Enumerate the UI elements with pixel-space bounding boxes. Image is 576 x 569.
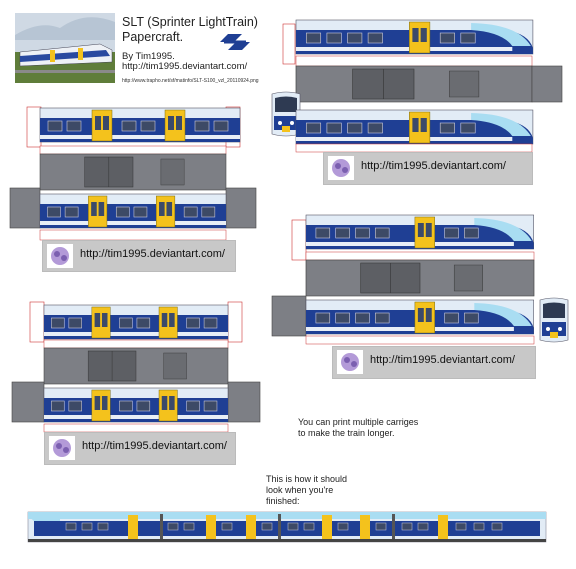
train-photo [15, 13, 115, 83]
sheet-label-4: http://tim1995.deviantart.com/ [44, 432, 236, 465]
header-source-url[interactable]: http://www.trapho.net/sf/matinfo/SLT-S10… [122, 78, 259, 84]
header-by-line: By Tim1995. [122, 51, 175, 62]
sheet-label-1: http://tim1995.deviantart.com/ [42, 240, 236, 272]
header-title-line2: Papercraft. [122, 30, 184, 44]
header-url[interactable]: http://tim1995.deviantart.com/ [122, 61, 248, 72]
note-finished-line3: finished: [266, 496, 300, 506]
sheet-middle-car-2 [11, 301, 261, 433]
sheet-url[interactable]: http://tim1995.deviantart.com/ [361, 160, 506, 172]
avatar-icon [47, 244, 73, 268]
sheet-url[interactable]: http://tim1995.deviantart.com/ [80, 248, 225, 260]
sheet-label-3: http://tim1995.deviantart.com/ [332, 346, 536, 379]
sheet-label-2: http://tim1995.deviantart.com/ [323, 152, 533, 185]
ns-logo-icon [220, 34, 250, 50]
sheet-cab-car-2 [271, 214, 569, 345]
header-title-line1: SLT (Sprinter LightTrain) [122, 15, 258, 29]
sheet-cab-car-1 [271, 19, 563, 153]
avatar-icon [49, 436, 75, 460]
avatar-icon [328, 156, 354, 180]
sheet-url[interactable]: http://tim1995.deviantart.com/ [370, 354, 515, 366]
avatar-icon [337, 350, 363, 374]
sheet-middle-car-1 [9, 106, 257, 241]
note-multiple-line1: You can print multiple carriges [298, 417, 419, 427]
sheet-url[interactable]: http://tim1995.deviantart.com/ [82, 440, 227, 452]
note-finished-line2: look when you're [266, 485, 334, 495]
note-multiple-line2: to make the train longer. [298, 428, 395, 438]
note-finished-line1: This is how it should [266, 474, 348, 484]
finished-train-preview [27, 511, 547, 543]
